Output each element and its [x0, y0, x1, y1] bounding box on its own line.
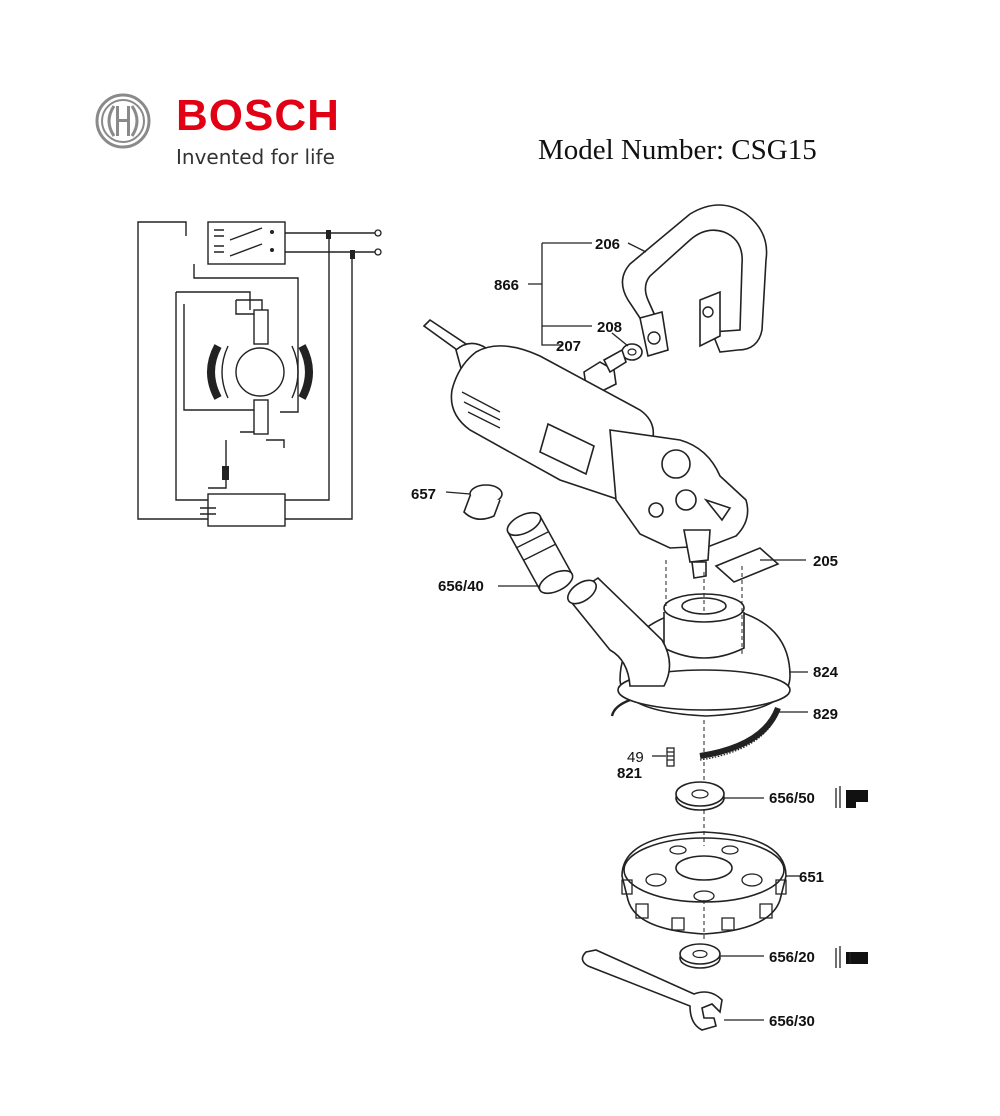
spanner-symbol-icon [835, 946, 868, 968]
part-label-821: 821 [617, 765, 642, 782]
brand-tagline: Invented for life [176, 145, 335, 169]
brand-name: BOSCH [176, 91, 340, 140]
part-label-656-20: 656/20 [769, 949, 815, 966]
part-label-208: 208 [597, 319, 622, 336]
part-label-824: 824 [813, 664, 839, 681]
part-label-656-40: 656/40 [438, 578, 484, 595]
brush-ring-829 [610, 698, 781, 761]
bosch-logo-icon [95, 93, 151, 149]
grinder-body [422, 318, 749, 579]
nut-656-20 [679, 943, 721, 969]
part-label-656-50: 656/50 [769, 790, 815, 807]
part-label-49: 49 [627, 749, 644, 766]
spanner-symbol-icon [835, 786, 868, 808]
part-label-657: 657 [411, 486, 436, 503]
model-number: Model Number: CSG15 [538, 134, 817, 166]
part-label-205: 205 [813, 553, 838, 570]
flange-656-50 [675, 781, 725, 811]
screw-49 [666, 747, 675, 767]
wiring-schematic [137, 221, 382, 527]
part-label-651: 651 [799, 869, 824, 886]
part-label-829: 829 [813, 706, 838, 723]
spanner-656-30 [581, 949, 723, 1031]
part-label-656-30: 656/30 [769, 1013, 815, 1030]
part-label-866: 866 [494, 277, 519, 294]
dust-guard-824 [566, 576, 791, 717]
label-205 [714, 547, 780, 583]
part-label-207: 207 [556, 338, 581, 355]
hose-adapter-656-40 [506, 511, 574, 595]
auxiliary-handle [621, 204, 768, 358]
cup-wheel-651 [621, 831, 787, 935]
part-label-206: 206 [595, 236, 620, 253]
dust-cap-657 [463, 484, 503, 520]
